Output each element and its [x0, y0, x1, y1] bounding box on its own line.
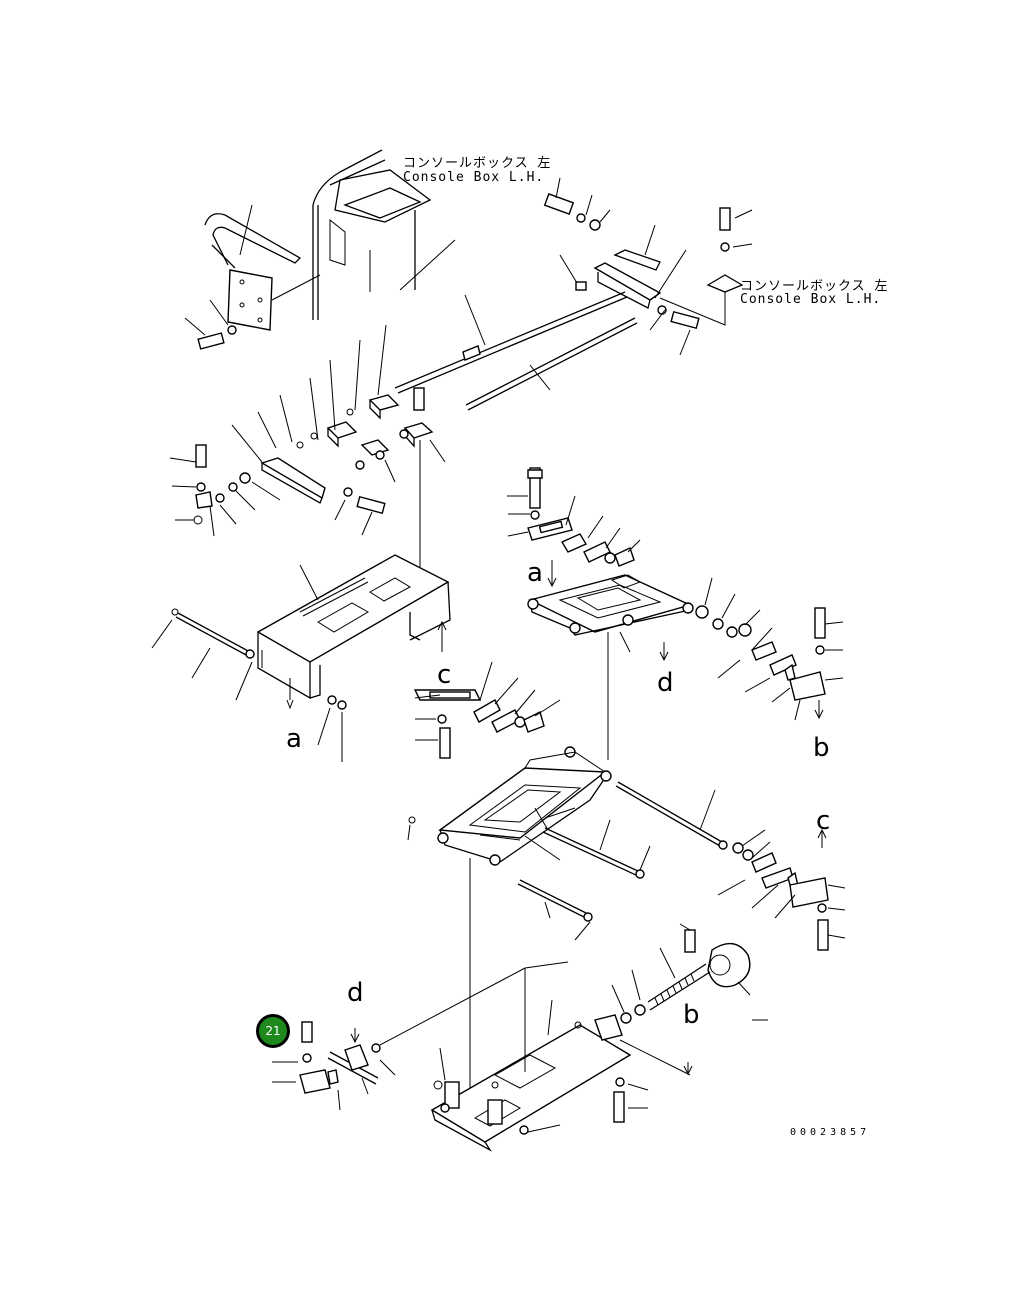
ref-c-upper: c [437, 660, 452, 690]
ref-b-lower: b [683, 1000, 700, 1030]
console-box-lh [312, 149, 456, 320]
bolt-washer-left [184, 299, 237, 350]
console-box-label-en-right: Console Box L.H. [740, 292, 882, 307]
control-rods [394, 291, 638, 411]
adjust-knob-assembly [611, 923, 768, 1024]
ref-d-lower: d [347, 978, 364, 1008]
ref-a-upper: a [527, 558, 543, 588]
pins-lower [407, 781, 728, 941]
base-plate [379, 961, 693, 1152]
left-link-bar [169, 424, 386, 537]
top-right-fasteners [543, 177, 661, 291]
grip-handle [204, 204, 321, 331]
upper-right-fasteners [507, 467, 641, 588]
console-box-label-jp-top: コンソールボックス 左 [403, 156, 552, 171]
ref-a-lower: a [286, 724, 302, 754]
right-fasteners-lower [717, 828, 846, 951]
ref-d-upper: d [657, 668, 674, 698]
document-number: 00023857 [790, 1127, 871, 1138]
slider-block-middle [413, 661, 561, 759]
snap-rings [296, 408, 354, 449]
console-right-bolt [706, 207, 753, 325]
link-blocks-upper [257, 324, 446, 483]
lower-left-adjuster [272, 1021, 396, 1111]
console-box-label-jp-right: コンソールボックス 左 [740, 279, 889, 294]
scissor-frame-lower [437, 746, 612, 866]
console-box-label-en-top: Console Box L.H. [403, 170, 545, 185]
upper-plate-left [256, 554, 451, 710]
part-callout-21[interactable]: 21 [256, 1014, 290, 1048]
scissor-frame-upper [527, 574, 694, 662]
ref-b-upper: b [813, 733, 830, 763]
pin-left-lower [151, 608, 347, 762]
right-fasteners-upper [695, 577, 844, 721]
ref-c-lower: c [816, 806, 831, 836]
